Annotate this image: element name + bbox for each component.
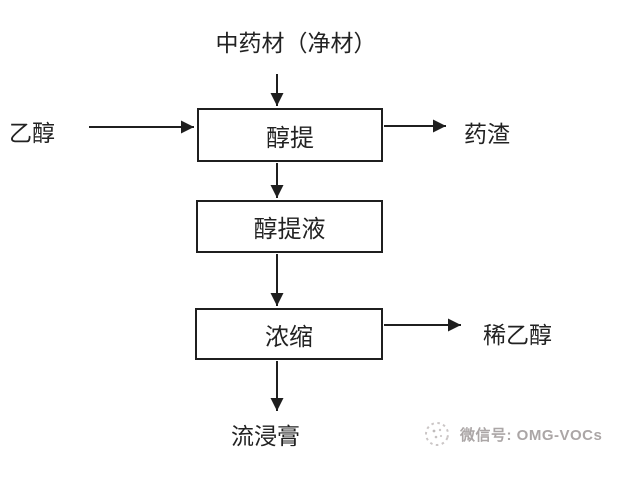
dilute-ethanol-output-label: 稀乙醇 bbox=[483, 323, 552, 348]
process-box-extract-label: 醇提 bbox=[266, 125, 314, 152]
watermark-label: 微信号: OMG-VOCs bbox=[460, 426, 603, 444]
process-box-extract-liquid: 醇提液 bbox=[196, 200, 383, 253]
residue-output-label: 药渣 bbox=[464, 122, 510, 147]
ethanol-input-label: 乙醇 bbox=[9, 121, 55, 146]
fluid-extract-output-label: 流浸膏 bbox=[231, 424, 300, 449]
watermark: 微信号: OMG-VOCs bbox=[421, 418, 602, 450]
stippled-logo-icon bbox=[425, 422, 449, 446]
process-box-concentrate-label: 浓缩 bbox=[265, 324, 313, 351]
process-box-extract: 醇提 bbox=[197, 108, 383, 162]
process-box-extract-liquid-label: 醇提液 bbox=[253, 217, 326, 243]
source-material-label: 中药材（净材） bbox=[215, 31, 377, 56]
process-box-concentrate: 浓缩 bbox=[195, 308, 383, 360]
